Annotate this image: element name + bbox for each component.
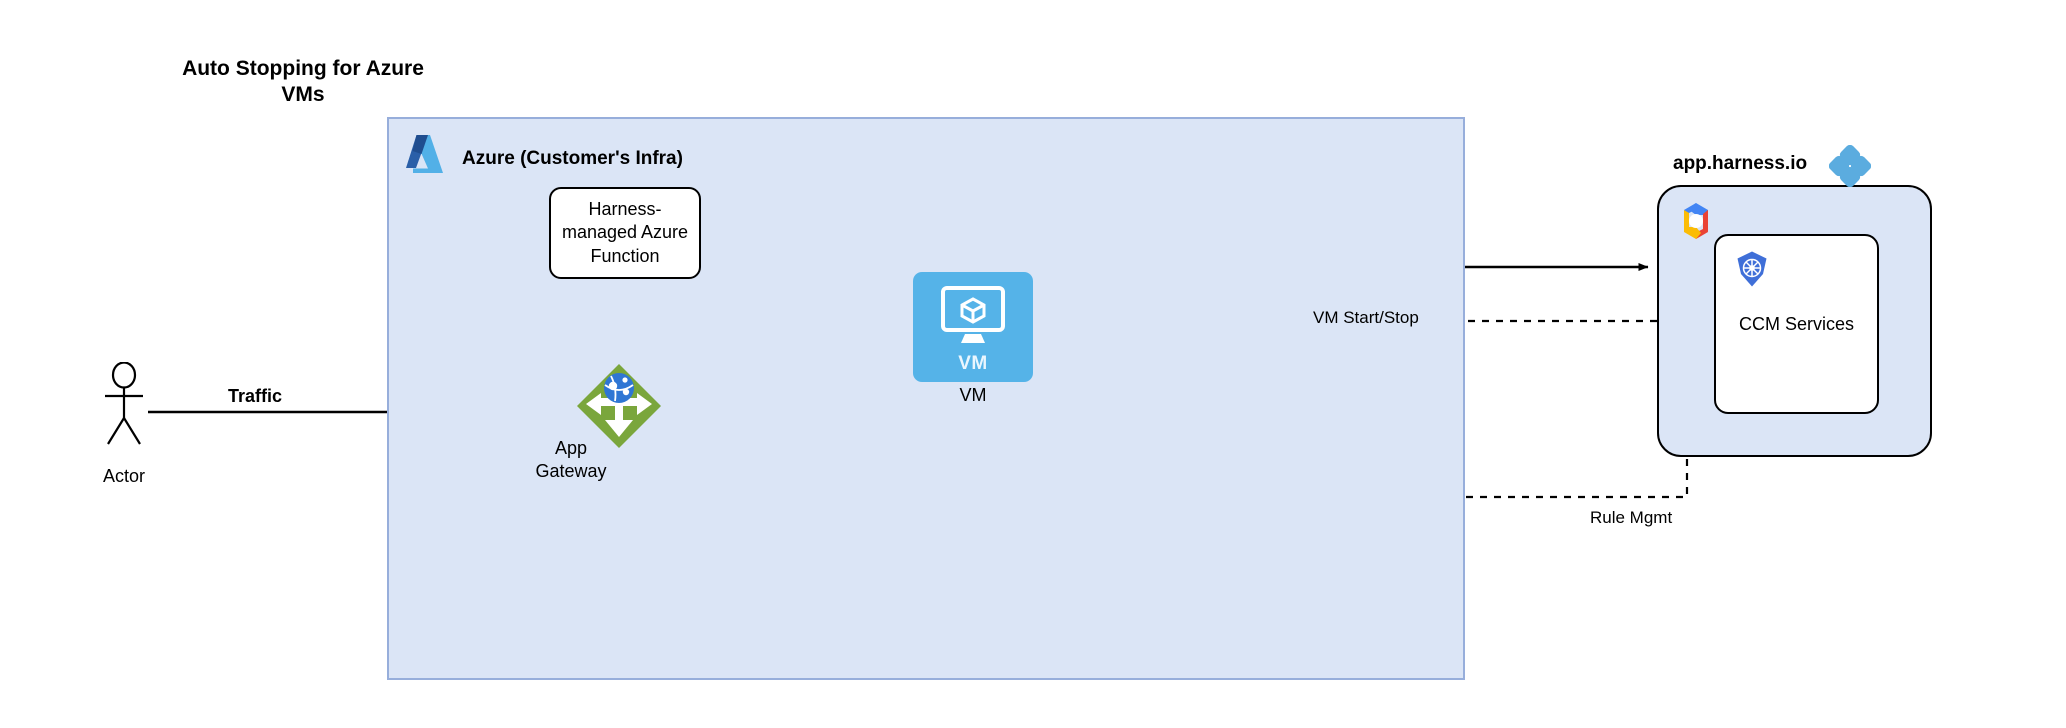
azure-panel-label: Azure (Customer's Infra) (462, 148, 683, 169)
ccm-services-label: CCM Services (1738, 313, 1854, 334)
harness-logo (1828, 144, 1872, 188)
vm-label: VM (959, 385, 987, 405)
azure-infra-panel (387, 117, 1465, 680)
gcp-logo (1675, 200, 1717, 242)
actor-label: Actor (102, 466, 145, 486)
azure-logo (399, 130, 447, 178)
vm-inner-label: VM (958, 353, 988, 374)
diagram-title: Auto Stopping for Azure VMs (182, 57, 424, 107)
kubernetes-icon (1733, 250, 1771, 288)
traffic-edge-label: Traffic (228, 386, 283, 406)
vm-start-stop-label: VM Start/Stop (1310, 308, 1422, 328)
harness-panel-label: app.harness.io (1673, 153, 1808, 174)
app-gateway-icon[interactable] (575, 362, 663, 450)
vm-monitor-icon (941, 286, 1005, 348)
rule-mgmt-label: Rule Mgmt (1590, 508, 1673, 527)
vm-icon[interactable]: VM (913, 272, 1033, 382)
app-gateway-label: App Gateway (535, 438, 607, 481)
azure-function-label: Harness- managed Azure Function (561, 198, 689, 266)
azure-function-box[interactable]: Harness- managed Azure Function (549, 187, 701, 279)
actor-icon[interactable] (100, 361, 148, 446)
